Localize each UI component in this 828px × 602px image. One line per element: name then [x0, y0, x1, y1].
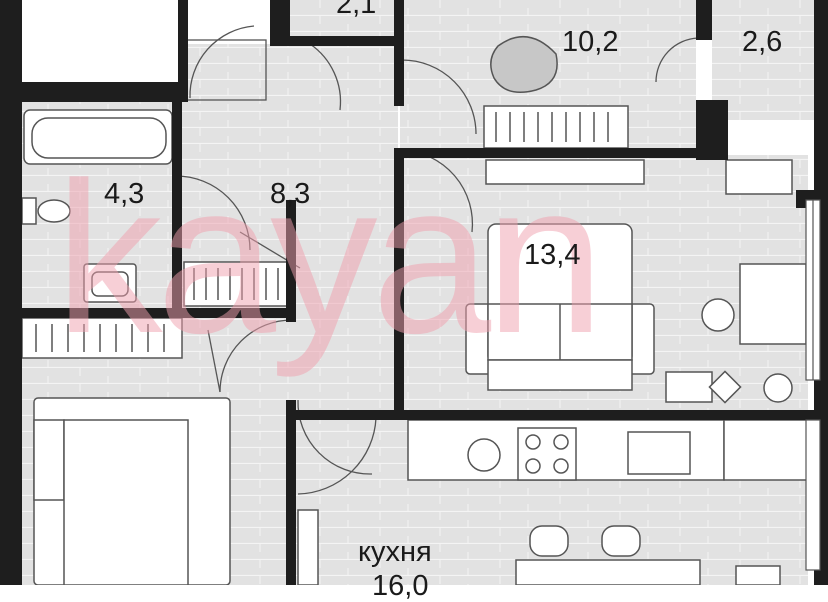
floor-plan — [0, 0, 828, 585]
room-area-wardrobe: 2,6 — [742, 26, 783, 58]
walls — [0, 0, 828, 585]
room-name-kitchen: кухня — [358, 536, 432, 568]
room-area-living: 13,4 — [524, 239, 581, 271]
watermark: kayan — [55, 137, 605, 378]
room-area-kitchen: 16,0 — [372, 570, 429, 602]
windows — [805, 199, 821, 571]
room-area-bedroom-top: 10,2 — [562, 26, 619, 58]
furniture — [21, 35, 809, 585]
room-area-wc: 2,1 — [336, 0, 377, 20]
room-area-bathroom: 4,3 — [104, 178, 145, 210]
room-area-hall: 8,3 — [270, 178, 311, 210]
